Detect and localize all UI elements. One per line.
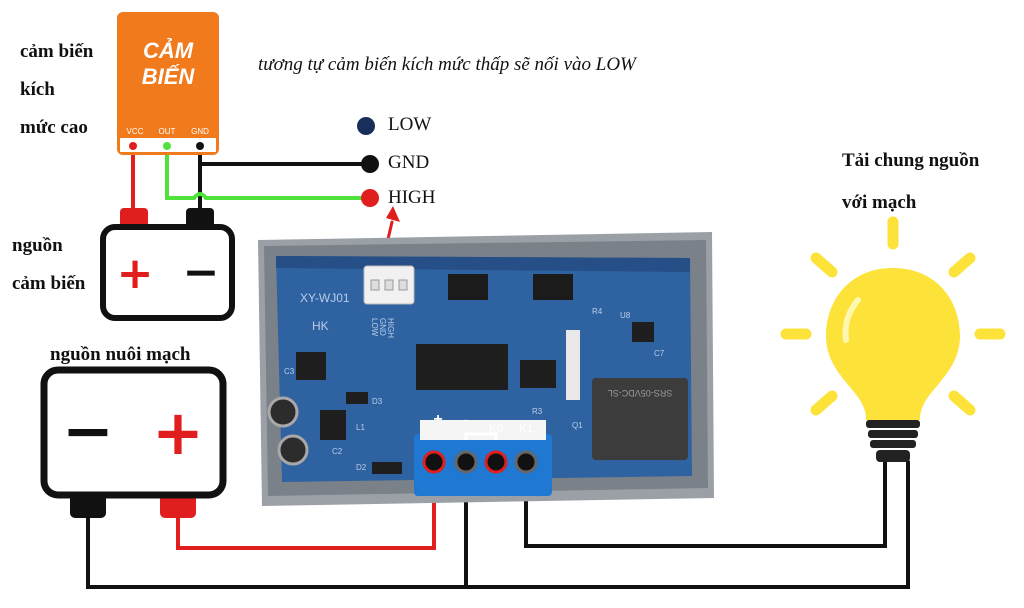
sensor-body	[117, 12, 219, 155]
bulb-base-3	[870, 440, 916, 448]
board-power-label: nguồn nuôi mạch	[50, 344, 191, 365]
load-label-line2: với mạch	[842, 192, 917, 213]
board-label-c7: C7	[654, 349, 665, 358]
board-relay-text: SRS-05VDC-SL	[608, 388, 673, 398]
sensor-battery: + −	[100, 208, 235, 321]
terminal-label-minus: -	[464, 411, 469, 427]
sensor-title-1: CẢM	[143, 38, 194, 63]
sensor-pin-gnd: GND	[191, 127, 209, 136]
arrow-head	[386, 206, 400, 222]
board-battery-body	[40, 366, 227, 499]
wires	[86, 146, 910, 589]
terminal-label-plus: +	[433, 411, 442, 428]
pin-label-high: HIGH	[388, 187, 436, 208]
board-chip-c3	[296, 352, 326, 380]
terminal-screw-1	[422, 450, 446, 474]
low-note: tương tự cảm biến kích mức thấp sẽ nối v…	[258, 54, 636, 75]
bulb-base-4	[876, 450, 910, 462]
wire-k1-load	[524, 460, 887, 548]
sensor-pin-hole-gnd	[196, 142, 204, 150]
board-led-col	[566, 330, 580, 400]
board-inductor	[320, 410, 346, 440]
board-chip-d3	[346, 392, 368, 404]
light-bulb-icon	[780, 216, 1006, 462]
pin-label-low: LOW	[388, 114, 432, 135]
board-label-d2: D2	[356, 463, 367, 472]
terminal-label-k0: K0	[489, 423, 502, 435]
board-chip-top-2	[533, 274, 573, 300]
terminal-label-k1: K1	[519, 423, 532, 435]
wire-board-minus	[86, 460, 910, 589]
sensor-battery-minus: −	[183, 247, 220, 298]
board-maker: HK	[312, 319, 329, 333]
board-relay	[592, 378, 688, 460]
pin-label-gnd: GND	[388, 152, 430, 173]
sensor-label-line2: kích	[20, 79, 55, 100]
sensor-pin-vcc: VCC	[127, 127, 144, 136]
board-header-label-low: LOW	[370, 318, 379, 337]
bulb-base-1	[866, 420, 920, 428]
sensor-pin-out: OUT	[159, 127, 176, 136]
sensor-power-label-line1: nguồn	[12, 235, 63, 256]
dot-high	[361, 189, 379, 207]
terminal-jumper	[464, 432, 498, 440]
sensor-label-line3: mức cao	[20, 117, 88, 138]
board-label-c3: C3	[284, 367, 295, 376]
sensor-battery-body	[100, 224, 235, 321]
dot-gnd	[361, 155, 379, 173]
bulb-highlight	[842, 297, 861, 343]
sensor-pin-hole-out	[163, 142, 171, 150]
board-label-d3: D3	[372, 397, 383, 406]
terminal-screw-4	[514, 450, 538, 474]
sensor-module: CẢM BIẾN VCC OUT GND	[117, 12, 219, 155]
sensor-title-2: BIẾN	[142, 64, 196, 89]
board-label-c2: C2	[332, 447, 343, 456]
wire-sensor-out	[165, 146, 372, 200]
board-battery-minus: −	[62, 394, 114, 467]
board-label-r4: R4	[592, 307, 603, 316]
board-capacitor-1	[267, 396, 299, 428]
board-capacitor-2	[277, 434, 309, 466]
bulb-rays	[780, 216, 1006, 416]
board-chip-mid	[520, 360, 556, 388]
dot-low	[357, 117, 375, 135]
board-label-q1: Q1	[572, 421, 583, 430]
terminal-screw-3	[484, 450, 508, 474]
board-header-pin-2	[384, 279, 394, 291]
board-header-label-gnd: GND	[378, 318, 387, 336]
board-terminal-top	[420, 420, 546, 440]
board-label-u8: U8	[620, 311, 631, 320]
bulb-glass	[826, 268, 960, 420]
sensor-label-line1: cảm biến	[20, 41, 94, 62]
sensor-battery-term-minus	[186, 208, 214, 228]
load-label: Tải chung nguồn với mạch	[842, 150, 979, 214]
board-chip-top-1	[448, 274, 488, 300]
sensor-power-label-line2: cảm biến	[12, 273, 86, 294]
board-model: XY-WJ01	[300, 291, 350, 305]
board-terminal-block	[414, 434, 552, 496]
wire-board-plus	[176, 464, 436, 550]
board-header-pin-1	[370, 279, 380, 291]
connector-dots	[357, 117, 379, 207]
load-label-line1: Tải chung nguồn	[842, 150, 980, 171]
sensor-battery-plus: +	[117, 248, 154, 299]
board-mcu	[416, 344, 508, 390]
terminal-screw-2	[454, 450, 478, 474]
board-battery: − +	[40, 366, 227, 518]
board-header-label-high: HIGH	[386, 318, 395, 338]
sensor-power-label: nguồn cảm biến	[12, 235, 85, 295]
bulb-base-2	[868, 430, 918, 438]
board-label-l1: L1	[356, 423, 365, 432]
board-label-r3: R3	[532, 407, 543, 416]
board-header-pin-3	[398, 279, 408, 291]
sensor-label: cảm biến kích mức cao	[20, 41, 93, 139]
board-chip-d2	[372, 462, 402, 474]
timer-board: XY-WJ01 HK HIGH GND LOW SRS-05VDC-SL C3 …	[258, 232, 714, 506]
board-chip-u8	[632, 322, 654, 342]
sensor-battery-term-plus	[120, 208, 148, 228]
sensor-pin-hole-vcc	[129, 142, 137, 150]
board-battery-plus: +	[152, 396, 204, 469]
